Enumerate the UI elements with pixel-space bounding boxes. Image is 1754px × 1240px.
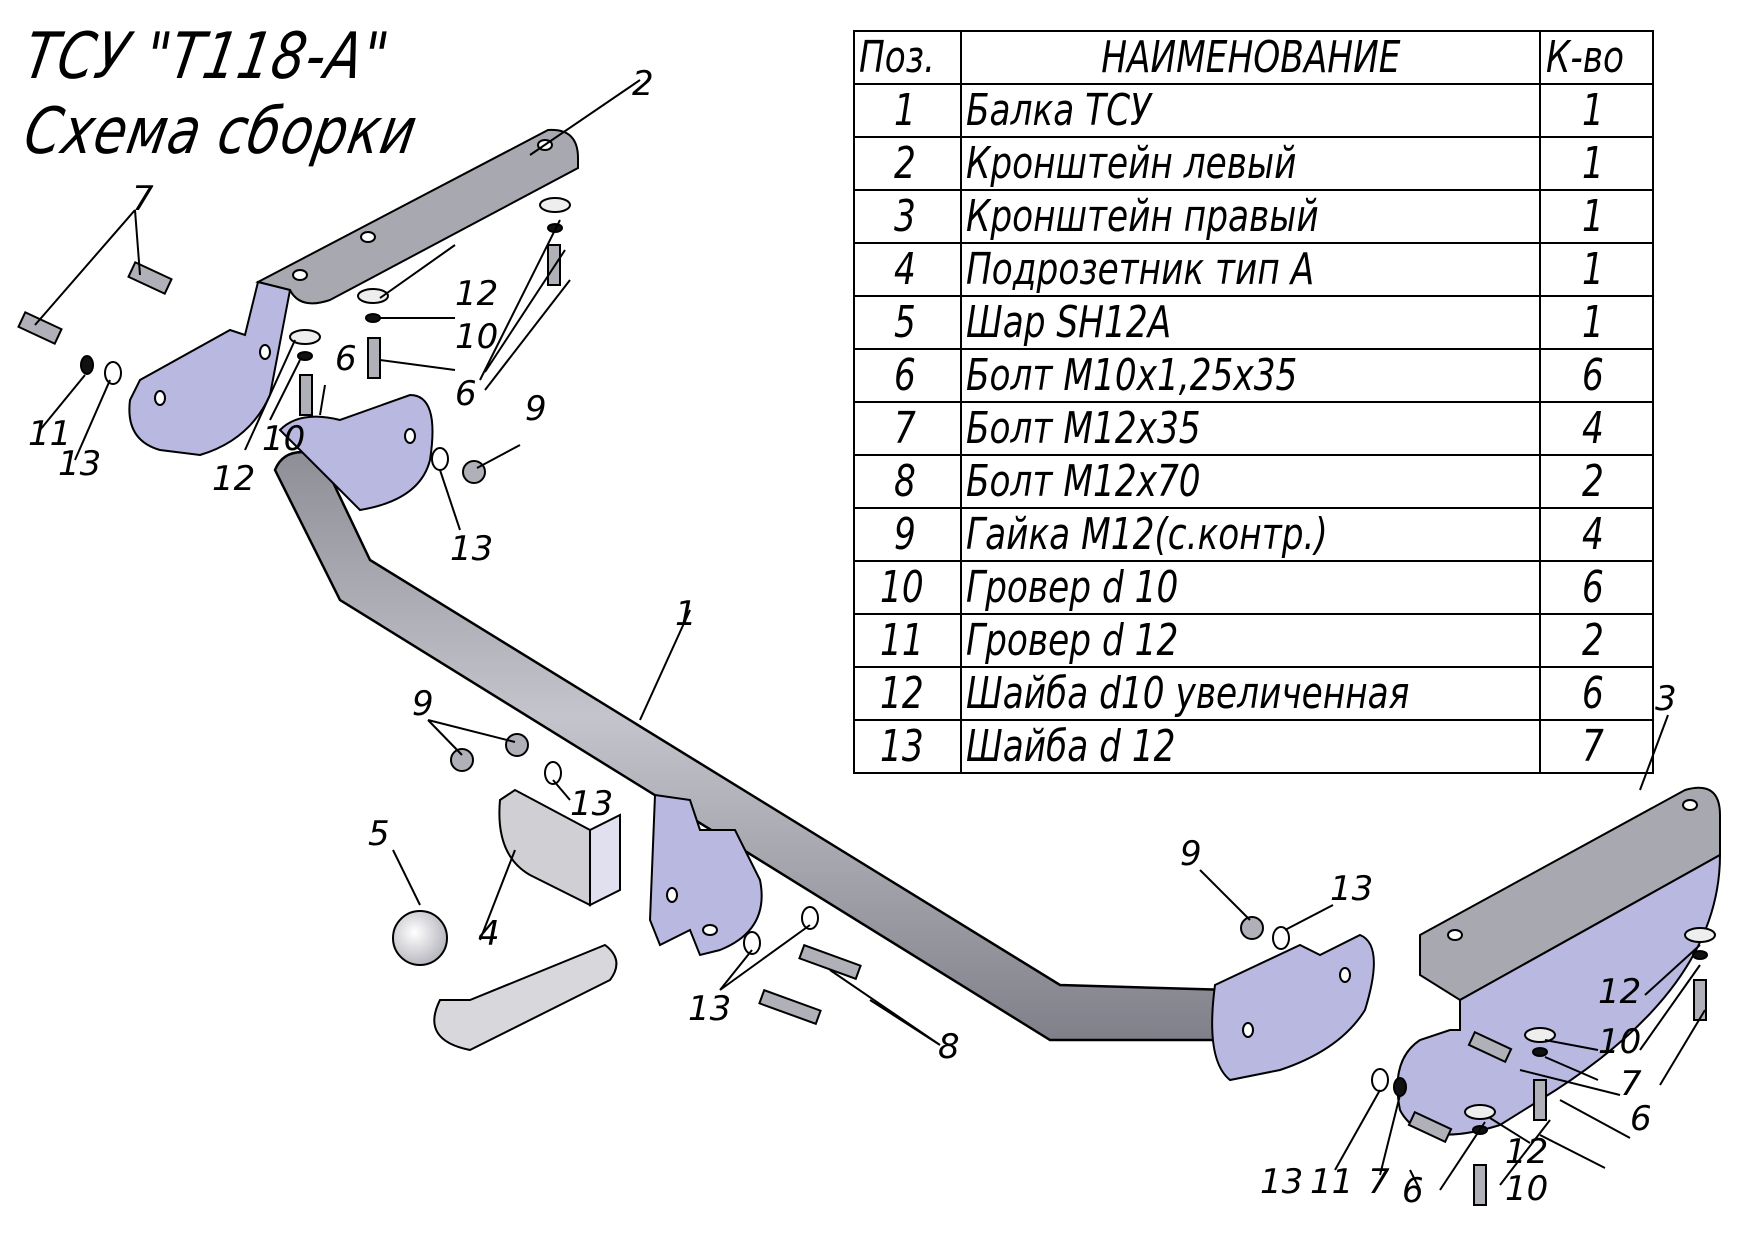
cell-name: Кронштейн правый	[960, 189, 1541, 244]
socket-plate	[498, 788, 621, 907]
callout-13-low: 13	[688, 989, 731, 1029]
callout-10-left: 10	[262, 419, 305, 459]
callout-9-mid: 9	[412, 684, 434, 724]
cell-quantity: 1	[1538, 83, 1654, 138]
callout-7-low: 7	[1368, 1162, 1390, 1202]
callout-6-low: 6	[1402, 1171, 1424, 1211]
callout-9-right: 9	[1180, 834, 1202, 874]
cell-position: 2	[852, 136, 963, 191]
callout-7-right: 7	[1620, 1064, 1642, 1104]
callout-11-bottom: 11	[1310, 1162, 1353, 1202]
cell-name: Болт М12х70	[960, 454, 1541, 509]
callout-12-right: 12	[1598, 972, 1641, 1012]
cell-quantity: 7	[1538, 719, 1654, 774]
callout-5: 5	[368, 814, 390, 854]
header-position: Поз.	[852, 30, 963, 85]
cell-position: 1	[852, 83, 963, 138]
cell-name: Шайба d10 увеличенная	[960, 666, 1541, 721]
leader-lines	[34, 79, 1706, 1191]
header-name: НАИМЕНОВАНИЕ	[960, 30, 1541, 85]
callout-10-right: 10	[1598, 1022, 1641, 1062]
callout-13-right: 13	[1330, 869, 1373, 909]
callout-labels: 2 7 12 10 6 6 11 13 10 12 9 13 1 9 13 5 …	[28, 64, 1677, 1211]
cell-name: Болт М10х1,25х35	[960, 348, 1541, 403]
cell-quantity: 2	[1538, 613, 1654, 668]
cell-name: Шайба d 12	[960, 719, 1541, 774]
cell-quantity: 1	[1538, 189, 1654, 244]
cell-name: Гровер d 10	[960, 560, 1541, 615]
callout-13-top: 13	[450, 529, 493, 569]
cell-position: 11	[852, 613, 963, 668]
cell-quantity: 4	[1538, 507, 1654, 562]
callout-13-bottom: 13	[1260, 1162, 1303, 1202]
cell-quantity: 1	[1538, 242, 1654, 297]
callout-6-right: 6	[1630, 1099, 1652, 1139]
cell-position: 9	[852, 507, 963, 562]
hitch-beam	[273, 393, 1232, 1042]
callout-3: 3	[1655, 679, 1677, 719]
cell-name: Шар SH12A	[960, 295, 1541, 350]
callout-8: 8	[938, 1027, 960, 1067]
callout-4: 4	[478, 914, 500, 954]
callout-12-low: 12	[1505, 1132, 1548, 1172]
cell-name: Болт М12х35	[960, 401, 1541, 456]
cell-quantity: 1	[1538, 295, 1654, 350]
cell-position: 13	[852, 719, 963, 774]
cell-position: 8	[852, 454, 963, 509]
cell-quantity: 1	[1538, 136, 1654, 191]
right-bracket	[1396, 786, 1722, 1136]
callout-13-left: 13	[58, 444, 101, 484]
cell-quantity: 6	[1538, 348, 1654, 403]
cell-quantity: 6	[1538, 560, 1654, 615]
cell-position: 3	[852, 189, 963, 244]
cell-name: Гайка М12(с.контр.)	[960, 507, 1541, 562]
callout-12-top: 12	[455, 274, 498, 314]
callout-10-top: 10	[455, 317, 498, 357]
callout-7-left: 7	[132, 179, 154, 219]
callout-10-low: 10	[1505, 1169, 1548, 1209]
callout-12-left: 12	[212, 459, 255, 499]
callout-1: 1	[675, 594, 697, 634]
right-end-plate	[1211, 933, 1375, 1082]
callout-6-top: 6	[455, 374, 477, 414]
left-bracket	[128, 128, 579, 457]
table-header-row: Поз. НАИМЕНОВАНИЕ К-во	[852, 30, 1654, 85]
callout-9-top: 9	[525, 389, 547, 429]
tow-ball	[392, 910, 618, 1052]
cell-position: 5	[852, 295, 963, 350]
callout-11-left: 11	[28, 414, 71, 454]
cell-quantity: 6	[1538, 666, 1654, 721]
cell-name: Гровер d 12	[960, 613, 1541, 668]
header-quantity: К-во	[1538, 30, 1654, 85]
callout-13-mid: 13	[570, 784, 613, 824]
cell-position: 4	[852, 242, 963, 297]
cell-name: Балка ТСУ	[960, 83, 1541, 138]
cell-position: 7	[852, 401, 963, 456]
cell-name: Подрозетник тип А	[960, 242, 1541, 297]
cell-quantity: 4	[1538, 401, 1654, 456]
socket-mount-bracket	[648, 793, 763, 957]
cell-position: 10	[852, 560, 963, 615]
cell-position: 6	[852, 348, 963, 403]
cell-name: Кронштейн левый	[960, 136, 1541, 191]
cell-position: 12	[852, 666, 963, 721]
cell-quantity: 2	[1538, 454, 1654, 509]
callout-6-left: 6	[335, 339, 357, 379]
callout-2: 2	[632, 64, 654, 104]
